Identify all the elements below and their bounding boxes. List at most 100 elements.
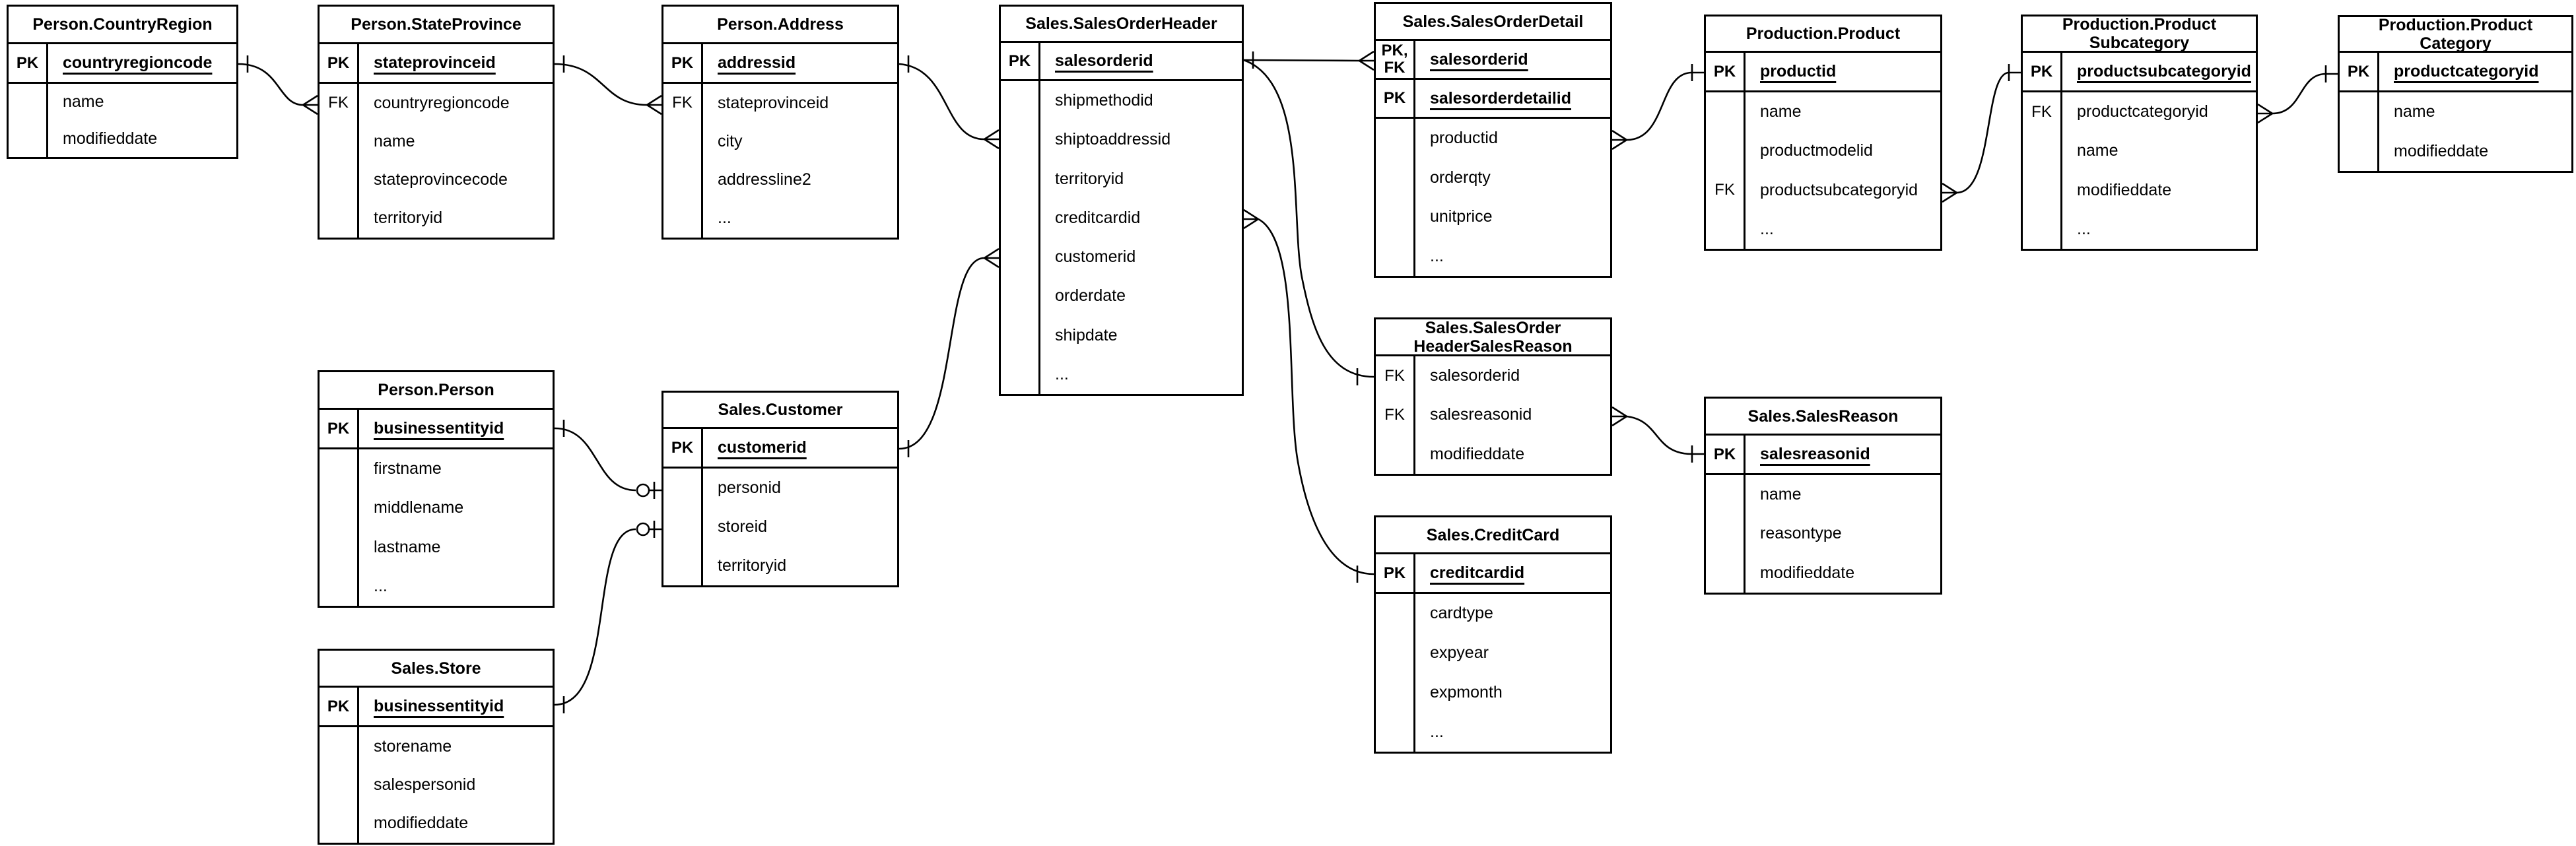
field-name: name [63,92,104,112]
field-name: creditcardid [1055,208,1141,227]
field-name: name [374,131,415,150]
field-row: name [1706,92,1940,132]
key-badge [1376,236,1415,276]
pk-field: addressid [718,53,796,72]
table-title: Production.Product Category [2340,16,2571,53]
pk-row: PK businessentityid [320,410,553,449]
field-name: territoryid [1055,169,1124,188]
key-badge [1376,434,1415,474]
field-row: ... [1376,712,1610,752]
field-name: modifieddate [63,129,158,148]
field-row: middlename [320,488,553,528]
key-badge: PK [2023,53,2062,90]
relationship-product-salesorderdetail [1611,64,1704,150]
pk-row: PK addressid [663,44,897,84]
field-name: territoryid [374,209,443,228]
pk-row: PK productcategoryid [2340,53,2571,92]
key-badge [320,527,359,567]
key-badge [1706,209,1746,249]
field-name: name [2077,141,2118,160]
field-name: shiptoaddressid [1055,130,1171,149]
field-row: expmonth [1376,672,1610,713]
field-name: unitprice [1430,207,1493,226]
field-row: modifieddate [2340,131,2571,171]
field-name: ... [1055,364,1069,383]
field-row: modifieddate [320,804,553,843]
field-row: productmodelid [1706,131,1940,171]
pk-row: PK salesorderid [1001,43,1242,81]
field-name: name [1760,102,1802,121]
key-badge: PK [9,44,48,82]
key-badge [1001,315,1040,355]
key-badge [320,488,359,528]
pk-field: productcategoryid [2394,62,2539,81]
field-row: modifieddate [1706,553,1940,593]
key-badge [1001,277,1040,316]
field-name: countryregioncode [374,93,510,112]
pk-field: salesorderid [1430,49,1528,69]
field-name: ... [374,576,388,595]
field-name: shipdate [1055,325,1118,344]
table-fields: personid storeid territoryid [663,469,897,585]
key-badge [320,566,359,606]
key-badge [320,727,359,766]
key-badge [1376,712,1415,752]
key-badge [1706,92,1746,132]
field-row: storename [320,727,553,766]
key-badge: PK [663,44,703,82]
field-row: modifieddate [1376,434,1610,474]
field-name: expyear [1430,643,1489,663]
key-badge [663,199,703,238]
relationship-salesorderheader-salesorderdetail [1243,50,1374,71]
pk-row: PK productid [1706,53,1940,92]
field-name: storename [374,736,452,756]
key-badge [2340,92,2379,132]
field-name: ... [718,209,731,228]
field-name: city [718,131,743,150]
pk-row: PK countryregioncode [9,44,236,84]
field-row: salespersonid [320,765,553,804]
pk-row: PK, FK salesorderid [1376,41,1610,80]
table-title: Sales.SalesOrderDetail [1376,4,1610,41]
key-badge: PK, FK [1376,41,1415,78]
field-row: orderdate [1001,277,1242,316]
relationship-person-customer [554,420,661,499]
key-badge [2340,131,2379,171]
field-row: addressline2 [663,160,897,199]
key-badge [1001,159,1040,199]
key-badge: PK [320,688,359,725]
key-badge [9,120,48,157]
field-row: shiptoaddressid [1001,120,1242,160]
field-row: firstname [320,449,553,489]
table-production-productcategory: Production.Product Category PK productca… [2338,15,2573,173]
relationship-countryregion-stateprovince [238,55,318,115]
table-person-person: Person.Person PK businessentityid firstn… [318,370,555,608]
field-name: productsubcategoryid [1760,180,1918,199]
field-row: name [1706,475,1940,515]
key-badge [1706,475,1746,515]
field-row: personid [663,469,897,507]
table-fields: name reasontype modifieddate [1706,475,1940,593]
field-name: salesorderid [1430,366,1520,385]
key-badge: PK [1376,554,1415,592]
key-badge [1706,553,1746,593]
field-name: ... [1760,219,1774,238]
table-title: Sales.SalesOrderHeader [1001,7,1242,43]
field-name: ... [1430,246,1444,265]
pk-field: productid [1760,62,1837,81]
pk-row: PK salesorderdetailid [1376,80,1610,119]
relationship-customer-salesorderheader [898,247,1000,457]
pk-row: PK productsubcategoryid [2023,53,2256,92]
field-name: salespersonid [374,775,476,794]
field-row: ... [320,566,553,606]
field-name: customerid [1055,247,1136,267]
field-name: orderqty [1430,168,1491,187]
key-badge [1706,131,1746,171]
field-row: ... [2023,209,2256,249]
field-row: name [320,122,553,161]
